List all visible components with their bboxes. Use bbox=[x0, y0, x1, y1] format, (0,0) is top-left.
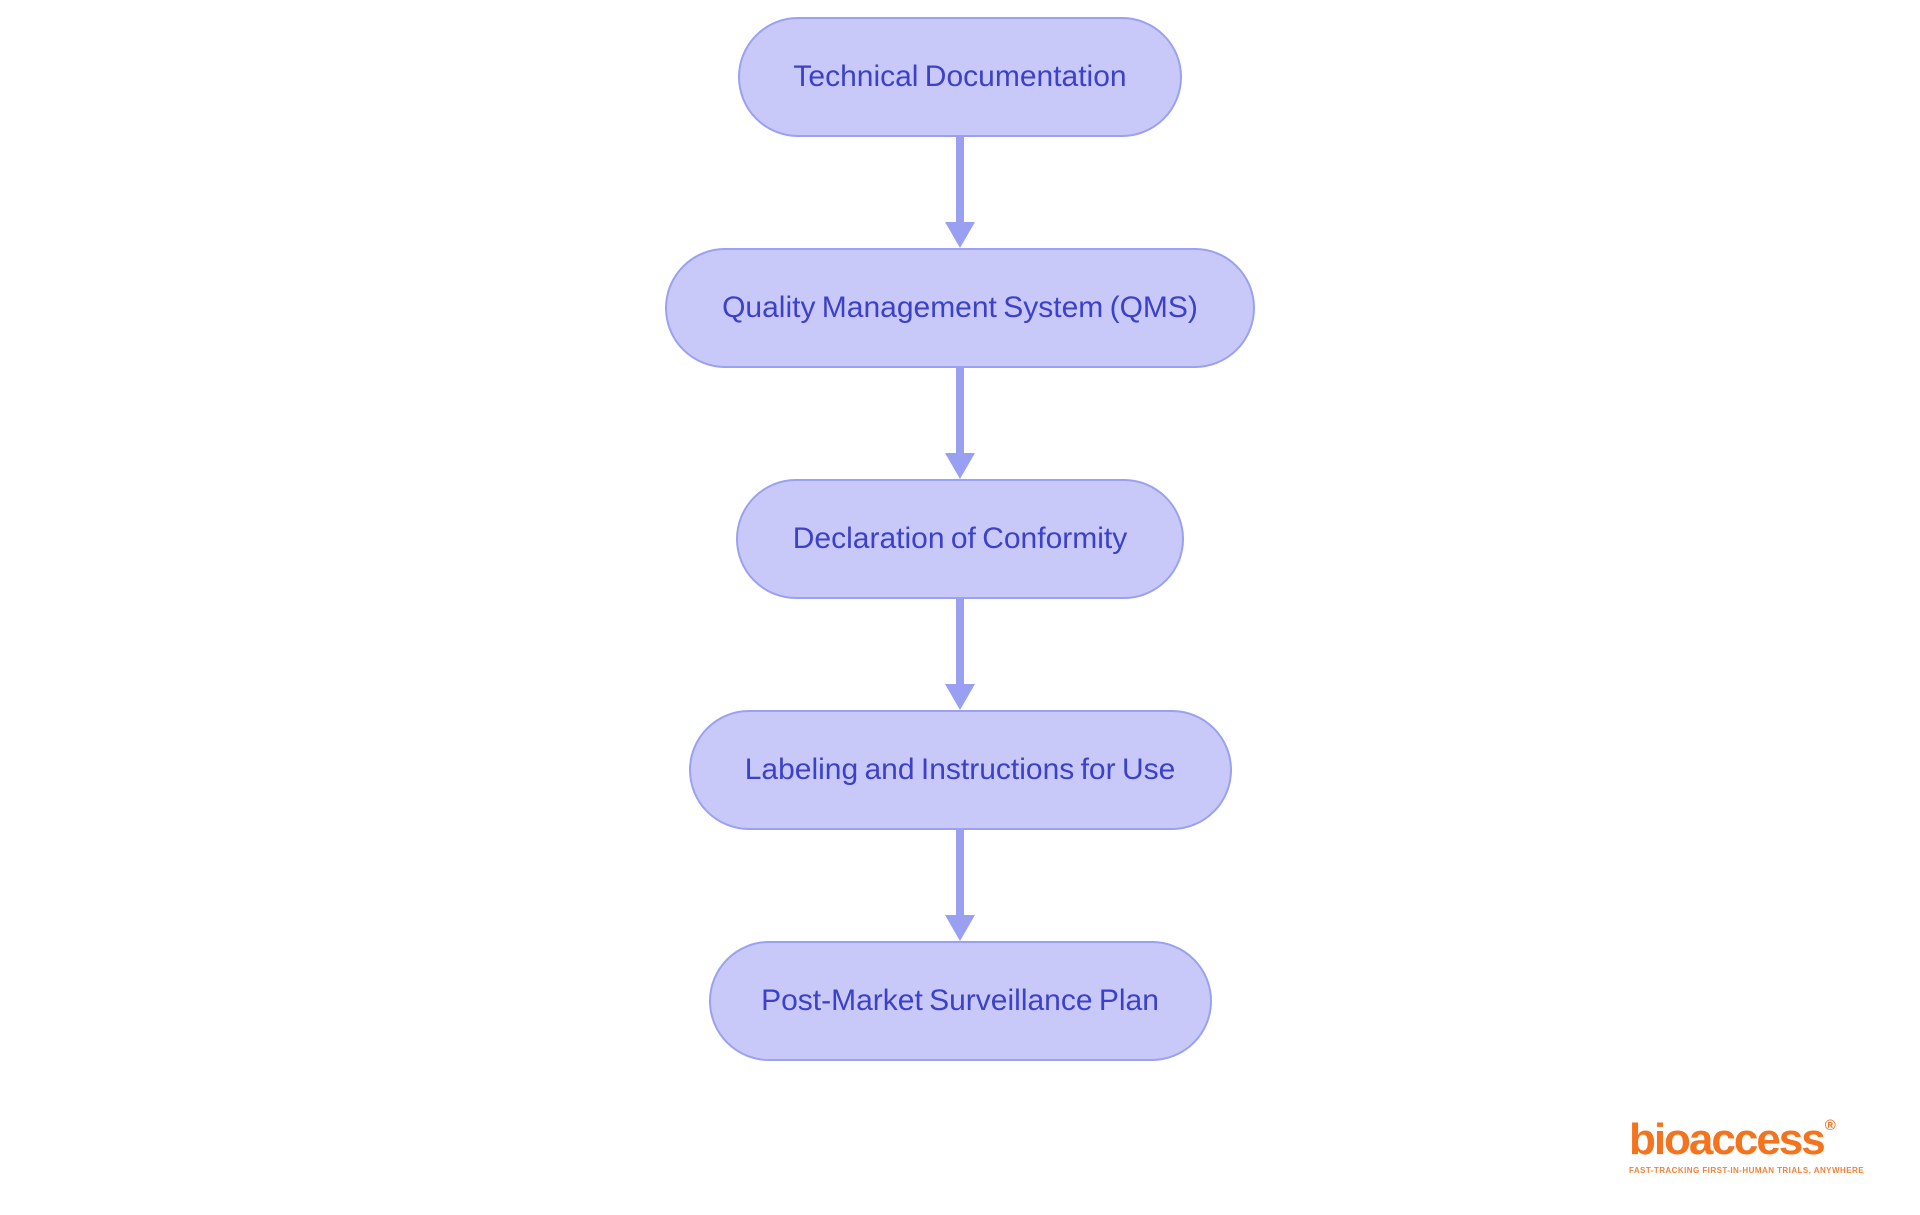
flow-arrow bbox=[945, 599, 975, 710]
flow-node: Post-Market Surveillance Plan bbox=[708, 941, 1212, 1061]
flow-node: Technical Documentation bbox=[738, 17, 1182, 137]
flow-node: Labeling and Instructions for Use bbox=[688, 710, 1232, 830]
flow-node-label: Post-Market Surveillance Plan bbox=[761, 984, 1159, 1017]
bioaccess-logo: bioaccess® FAST-TRACKING FIRST-IN-HUMAN … bbox=[1628, 1118, 1864, 1176]
flow-node: Declaration of Conformity bbox=[736, 479, 1184, 599]
logo-tagline: FAST-TRACKING FIRST-IN-HUMAN TRIALS, ANY… bbox=[1628, 1166, 1864, 1175]
flow-node-label: Quality Management System (QMS) bbox=[722, 291, 1198, 324]
flow-node: Quality Management System (QMS) bbox=[665, 248, 1255, 368]
arrowhead-down-icon bbox=[945, 915, 975, 941]
arrow-shaft bbox=[956, 137, 964, 223]
arrowhead-down-icon bbox=[945, 222, 975, 248]
flow-node-label: Declaration of Conformity bbox=[792, 522, 1128, 555]
flow-arrow bbox=[945, 830, 975, 941]
logo-wordmark: bioaccess® bbox=[1629, 1118, 1864, 1162]
logo-text: bioaccess bbox=[1628, 1115, 1826, 1164]
arrowhead-down-icon bbox=[945, 684, 975, 710]
arrow-shaft bbox=[956, 599, 964, 685]
flow-arrow bbox=[945, 368, 975, 479]
registered-trademark-icon: ® bbox=[1824, 1117, 1836, 1134]
flow-arrow bbox=[945, 137, 975, 248]
flow-node-label: Labeling and Instructions for Use bbox=[744, 753, 1176, 786]
arrow-shaft bbox=[956, 830, 964, 916]
flow-node-label: Technical Documentation bbox=[793, 60, 1127, 93]
arrowhead-down-icon bbox=[945, 453, 975, 479]
arrow-shaft bbox=[956, 368, 964, 454]
